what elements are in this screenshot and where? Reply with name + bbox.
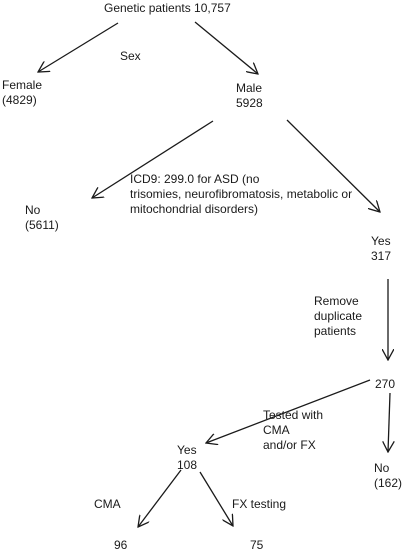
female-node: Female (4829) — [2, 78, 42, 108]
female-label: Female — [2, 78, 43, 92]
arrow-root-to-male — [194, 21, 258, 74]
sex-split-label: Sex — [120, 49, 141, 63]
cma-count: 96 — [114, 538, 128, 552]
no-criteria-node: No (5611) — [25, 203, 59, 233]
arrow-yes-tested-to-cma — [138, 469, 182, 527]
yes-tested-node: Yes 108 — [177, 443, 197, 473]
yes-tested-count: 108 — [177, 458, 198, 472]
arrow-male-to-no — [92, 120, 214, 198]
no-criteria-count: (5611) — [25, 218, 59, 232]
fx-count: 75 — [250, 538, 264, 552]
criteria-line-1: ICD9: 299.0 for ASD (no — [130, 172, 260, 186]
remove-line-2: duplicate — [314, 309, 363, 323]
no-tested-node: No (162) — [374, 461, 402, 491]
tested-line-1: Tested with — [263, 408, 324, 422]
after-removal-count: 270 — [375, 377, 396, 391]
no-tested-count: (162) — [374, 476, 403, 490]
criteria-label: ICD9: 299.0 for ASD (no trisomies, neuro… — [130, 172, 352, 217]
male-count: 5928 — [236, 96, 263, 110]
male-label: Male — [236, 81, 263, 95]
criteria-line-3: mitochondrial disorders) — [130, 202, 259, 216]
arrow-270-to-yes-tested — [206, 379, 371, 443]
arrow-yes-tested-to-fx — [199, 471, 233, 526]
tested-line-2: CMA — [263, 423, 290, 437]
remove-line-1: Remove — [314, 294, 359, 308]
cma-branch-label: CMA — [94, 497, 121, 511]
yes-criteria-count: 317 — [371, 249, 392, 263]
yes-criteria-label: Yes — [371, 234, 391, 248]
root-node-label: Genetic patients 10,757 — [104, 1, 231, 15]
tested-label: Tested with CMA and/or FX — [263, 408, 323, 453]
no-tested-label: No — [374, 461, 390, 475]
female-count: (4829) — [2, 93, 37, 107]
remove-duplicates-label: Remove duplicate patients — [314, 294, 362, 339]
remove-line-3: patients — [314, 324, 357, 338]
criteria-line-2: trisomies, neurofibromatosis, metabolic … — [130, 187, 353, 201]
arrow-root-to-female — [38, 22, 119, 72]
male-node: Male 5928 — [236, 81, 263, 111]
tested-line-3: and/or FX — [263, 438, 316, 452]
no-criteria-label: No — [25, 203, 41, 217]
arrow-male-to-yes — [286, 119, 380, 212]
yes-tested-label: Yes — [177, 443, 197, 457]
fx-branch-label: FX testing — [232, 497, 287, 511]
yes-criteria-node: Yes 317 — [371, 234, 391, 264]
arrow-270-to-no-tested — [388, 392, 390, 452]
